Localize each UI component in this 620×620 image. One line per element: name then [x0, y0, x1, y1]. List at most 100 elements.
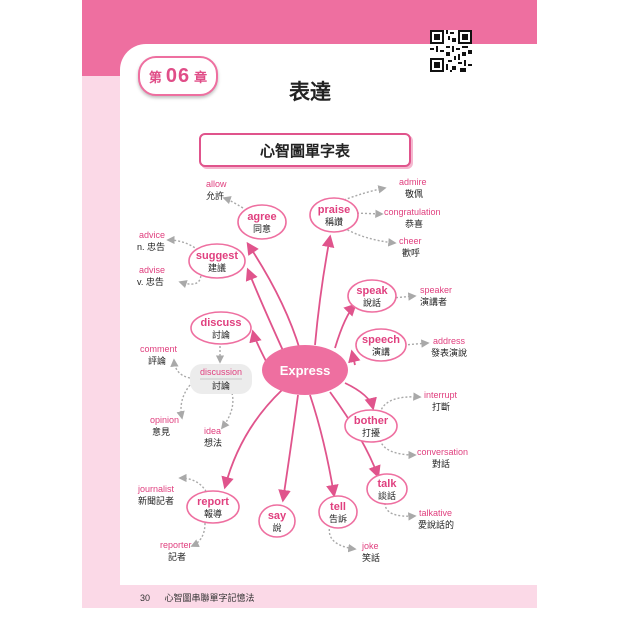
- leaf-link-interrupt: [379, 392, 422, 414]
- leaf-joke-en: joke: [361, 541, 379, 551]
- leaf-talkative-en: talkative: [419, 508, 452, 518]
- leaf-joke-zh: 笑話: [362, 552, 380, 563]
- leaf-allow-en: allow: [206, 179, 227, 189]
- branch-agree: [246, 241, 301, 351]
- leaf-comment-en: comment: [140, 344, 178, 354]
- node-speech-en: speech: [362, 334, 400, 346]
- node-bother: bother 打擾: [344, 409, 398, 443]
- chapter-title-english: Express: [267, 46, 353, 71]
- node-speech: speech 演講: [355, 328, 407, 362]
- leaf-speaker-en: speaker: [420, 285, 452, 295]
- leaf-link-idea: [220, 392, 234, 430]
- node-suggest-zh: 建議: [208, 262, 226, 273]
- leaf-opinion-zh: 意見: [152, 426, 170, 437]
- center-label: Express: [280, 363, 331, 378]
- leaf-link-talkative: [384, 502, 417, 521]
- node-speak: speak 說話: [347, 279, 397, 313]
- node-talk: talk 談話: [366, 473, 408, 505]
- leaf-link-reporter: [190, 522, 206, 547]
- node-bother-zh: 打擾: [362, 427, 380, 438]
- leaf-link-joke: [328, 524, 357, 553]
- leaf-link-cheer: [343, 227, 397, 247]
- node-tell-en: tell: [330, 501, 346, 513]
- node-speech-zh: 演講: [372, 346, 390, 357]
- chapter-title-chinese: 表達: [289, 81, 331, 104]
- chapter-prefix: 第: [148, 69, 162, 85]
- leaf-conversation-zh: 對話: [432, 458, 450, 469]
- node-praise: praise 稱讚: [309, 197, 359, 233]
- leaf-interrupt-zh: 打斷: [432, 401, 450, 412]
- leaf-link-advise: [178, 267, 202, 289]
- leaf-reporter-en: reporter: [160, 540, 192, 550]
- leaf-address-zh: 發表演說: [431, 347, 467, 358]
- footer-band: [82, 585, 537, 608]
- node-discussion-en: discussion: [200, 367, 242, 377]
- leaf-congratulation-en: congratulation: [384, 207, 441, 217]
- node-agree-zh: 同意: [253, 223, 271, 234]
- page-background: [82, 0, 537, 608]
- leaf-idea-en: idea: [204, 426, 221, 436]
- node-report: report 報導: [186, 490, 240, 524]
- leaf-link-comment: [170, 358, 191, 379]
- leaf-conversation-en: conversation: [417, 447, 468, 457]
- branch-say: [278, 394, 299, 503]
- node-bother-en: bother: [354, 415, 389, 427]
- qr-code-icon[interactable]: [430, 30, 472, 72]
- branch-tell: [309, 394, 339, 498]
- page-footer: 30 心智圖串聯單字記憶法: [140, 591, 267, 604]
- leaf-link-address: [403, 339, 430, 348]
- leaf-idea-zh: 想法: [204, 437, 222, 448]
- center-node: [262, 345, 348, 395]
- leaf-opinion-en: opinion: [150, 415, 179, 425]
- leaf-link-advice: [166, 235, 199, 251]
- leaf-cheer-en: cheer: [399, 236, 422, 246]
- node-suggest-en: suggest: [196, 250, 239, 262]
- node-say-en: say: [268, 510, 287, 522]
- node-tell: tell 告訴: [318, 495, 358, 529]
- node-suggest: suggest 建議: [188, 243, 246, 279]
- node-say-zh: 說: [272, 522, 281, 533]
- node-speak-en: speak: [356, 285, 388, 297]
- node-agree: agree 同意: [237, 204, 287, 240]
- node-report-zh: 報導: [204, 508, 222, 519]
- branch-speech: [348, 349, 361, 366]
- leaf-address-en: address: [433, 336, 466, 346]
- leaf-link-opinion: [176, 384, 191, 420]
- node-discuss-zh: 討論: [212, 329, 230, 340]
- leaf-congratulation-zh: 恭喜: [405, 218, 423, 229]
- chapter-badge: 第 06 章: [138, 56, 218, 96]
- leaf-link-conversation: [379, 439, 417, 460]
- node-discuss: discuss 討論: [190, 311, 252, 345]
- leaf-admire-zh: 敬佩: [405, 188, 423, 199]
- leaf-talkative-zh: 愛說話的: [418, 519, 454, 530]
- leaf-allow-zh: 允許: [206, 190, 224, 201]
- node-discussion: discussion 討論: [190, 364, 252, 394]
- qr-code-graphic: [430, 30, 472, 72]
- leaf-link-journalist: [178, 473, 209, 496]
- branch-speak: [334, 303, 357, 349]
- node-discuss-en: discuss: [201, 317, 242, 329]
- chapter-suffix: 章: [194, 69, 208, 85]
- branch-suggest: [245, 267, 286, 356]
- node-praise-en: praise: [318, 204, 350, 216]
- node-talk-zh: 談話: [378, 490, 396, 501]
- left-margin-band: [82, 0, 120, 608]
- branch-bother: [344, 382, 377, 411]
- node-speak-zh: 說話: [363, 297, 381, 308]
- node-report-en: report: [197, 496, 229, 508]
- leaf-admire-en: admire: [399, 177, 427, 187]
- leaf-advice-en: advice: [139, 230, 165, 240]
- leaf-speaker-zh: 演講者: [420, 296, 447, 307]
- node-discussion-zh: 討論: [212, 380, 230, 391]
- leaf-cheer-zh: 歡呼: [402, 247, 420, 258]
- leaf-reporter-zh: 記者: [168, 551, 186, 562]
- page-number: 30: [140, 593, 151, 603]
- node-talk-en: talk: [378, 478, 398, 490]
- node-tell-zh: 告訴: [329, 513, 347, 524]
- node-agree-en: agree: [247, 211, 276, 223]
- leaf-link-allow: [222, 196, 244, 209]
- mindmap-banner: 心智圖單字表: [199, 133, 411, 167]
- branch-report: [221, 389, 283, 490]
- leaf-interrupt-en: interrupt: [424, 390, 458, 400]
